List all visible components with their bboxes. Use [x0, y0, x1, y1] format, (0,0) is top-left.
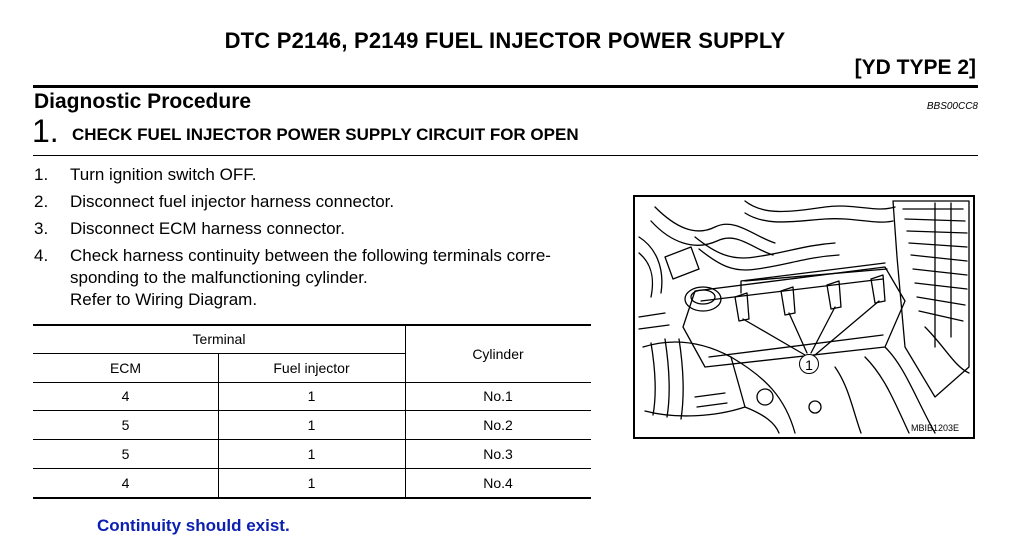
engine-type-label: [YD TYPE 2]: [854, 56, 976, 79]
step-divider: [33, 155, 978, 156]
table-line: [33, 468, 591, 469]
continuity-note: Continuity should exist.: [97, 516, 290, 535]
instruction-text: Turn ignition switch OFF.: [70, 165, 257, 184]
instruction-text: Disconnect fuel injector harness connect…: [70, 192, 395, 211]
figure-label: MBIB1203E: [910, 423, 959, 433]
instruction-item: 4. Check harness continuity between the f…: [34, 245, 551, 267]
table-cell-ecm: 5: [121, 417, 130, 433]
table-cell-injector: 1: [307, 446, 316, 462]
table-cell-injector: 1: [307, 417, 316, 433]
table-cell-cylinder: No.2: [483, 417, 513, 433]
table-line: [405, 325, 406, 498]
instruction-number: 4.: [34, 246, 49, 265]
section-title: Diagnostic Procedure: [34, 90, 252, 113]
table-cell-cylinder: No.4: [483, 475, 513, 491]
table-line: [33, 353, 405, 354]
table-cell-injector: 1: [307, 388, 316, 404]
engine-drawing: [638, 200, 970, 434]
instruction-continuation: sponding to the malfunctioning cylinder.: [70, 268, 368, 287]
engine-illustration: 1 MBIB1203E: [633, 195, 975, 439]
table-header-fuel-injector: Fuel injector: [273, 360, 350, 376]
page-title: DTC P2146, P2149 FUEL INJECTOR POWER SUP…: [224, 28, 786, 53]
table-line: [33, 410, 591, 411]
header-divider: [33, 85, 978, 88]
table-top-border: [33, 324, 591, 326]
table-line: [33, 439, 591, 440]
instruction-item: 1. Turn ignition switch OFF.: [34, 164, 256, 186]
table-cell-ecm: 4: [121, 475, 130, 491]
instruction-number: 3.: [34, 219, 49, 238]
document-code: BBS00CC8: [926, 101, 978, 112]
callout-marker: 1: [799, 354, 819, 374]
instruction-text: Disconnect ECM harness connector.: [70, 219, 345, 238]
table-cell-ecm: 5: [121, 446, 130, 462]
table-cell-cylinder: No.3: [483, 446, 513, 462]
table-line: [33, 382, 591, 383]
table-bottom-border: [33, 497, 591, 499]
instruction-number: 2.: [34, 192, 49, 211]
instruction-item: 2. Disconnect fuel injector harness conne…: [34, 191, 394, 213]
table-header-ecm: ECM: [109, 360, 142, 376]
instruction-continuation: Refer to Wiring Diagram.: [70, 290, 258, 309]
instruction-item: 3. Disconnect ECM harness connector.: [34, 218, 345, 240]
instruction-text: Check harness continuity between the fol…: [70, 246, 551, 265]
table-group-header: Terminal: [192, 331, 246, 347]
step-number: 1.: [32, 113, 59, 149]
fuel-injector-group: [734, 262, 888, 322]
table-header-cylinder: Cylinder: [472, 346, 524, 362]
table-line: [218, 353, 219, 498]
table-cell-ecm: 4: [121, 388, 130, 404]
step-title: CHECK FUEL INJECTOR POWER SUPPLY CIRCUIT…: [72, 125, 579, 144]
table-cell-injector: 1: [307, 475, 316, 491]
table-cell-cylinder: No.1: [483, 388, 513, 404]
instruction-number: 1.: [34, 165, 49, 184]
